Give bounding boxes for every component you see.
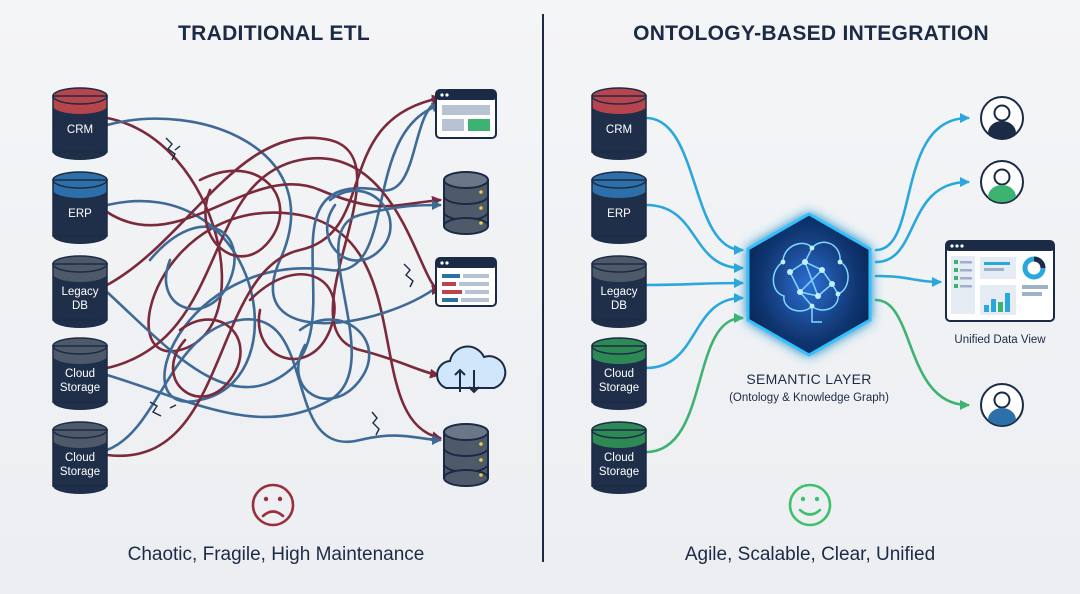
database-label: ERP xyxy=(68,208,92,220)
database-cylinder-icon xyxy=(52,421,108,494)
database-label: Legacy xyxy=(600,286,637,298)
knowledge-graph-brain-icon xyxy=(746,212,872,357)
happy-face-icon xyxy=(788,483,832,527)
database-label: Cloud xyxy=(65,452,95,464)
database-label: ERP xyxy=(607,208,631,220)
sad-face-icon xyxy=(251,483,295,527)
database-label: CRM xyxy=(67,124,93,136)
report-window-icon xyxy=(435,257,497,307)
semantic-layer-title: SEMANTIC LAYER xyxy=(746,371,871,387)
database-cylinder-icon xyxy=(591,87,647,160)
cloud-sync-icon xyxy=(436,345,507,394)
database-label: Storage xyxy=(60,382,100,394)
database-cylinder-icon xyxy=(591,421,647,494)
database-label: Storage xyxy=(599,382,639,394)
database-label: CRM xyxy=(606,124,632,136)
left-caption: Chaotic, Fragile, High Maintenance xyxy=(128,544,425,565)
database-cylinder-icon xyxy=(591,171,647,244)
database-label: Cloud xyxy=(65,368,95,380)
database-icon xyxy=(443,423,489,487)
broken-link-marks xyxy=(149,137,414,436)
left-title: TRADITIONAL ETL xyxy=(178,22,370,45)
user-avatar-icon xyxy=(980,96,1024,140)
database-cylinder-icon xyxy=(52,337,108,410)
database-cylinder-icon xyxy=(591,255,647,328)
tangled-connections xyxy=(105,94,442,458)
semantic-output-flows xyxy=(874,113,970,410)
left-targets xyxy=(435,89,507,487)
database-label: Cloud xyxy=(604,452,634,464)
database-label: DB xyxy=(611,300,627,312)
database-cylinder-icon xyxy=(52,255,108,328)
database-label: Legacy xyxy=(61,286,98,298)
database-label: Storage xyxy=(599,466,639,478)
user-avatar-icon xyxy=(980,160,1024,204)
unified-dashboard-icon xyxy=(945,240,1055,322)
database-cylinder-icon xyxy=(591,337,647,410)
user-avatar-icon xyxy=(980,383,1024,427)
database-icon xyxy=(443,171,489,235)
database-label: DB xyxy=(72,300,88,312)
right-title: ONTOLOGY-BASED INTEGRATION xyxy=(633,22,989,45)
semantic-layer-subtitle: (Ontology & Knowledge Graph) xyxy=(729,392,889,404)
semantic-input-flows xyxy=(644,116,744,454)
database-cylinder-icon xyxy=(52,171,108,244)
unified-data-view-label: Unified Data View xyxy=(954,334,1046,346)
right-caption: Agile, Scalable, Clear, Unified xyxy=(685,544,935,565)
database-cylinder-icon xyxy=(52,87,108,160)
database-label: Storage xyxy=(60,466,100,478)
database-label: Cloud xyxy=(604,368,634,380)
dashboard-window-icon xyxy=(435,89,497,139)
